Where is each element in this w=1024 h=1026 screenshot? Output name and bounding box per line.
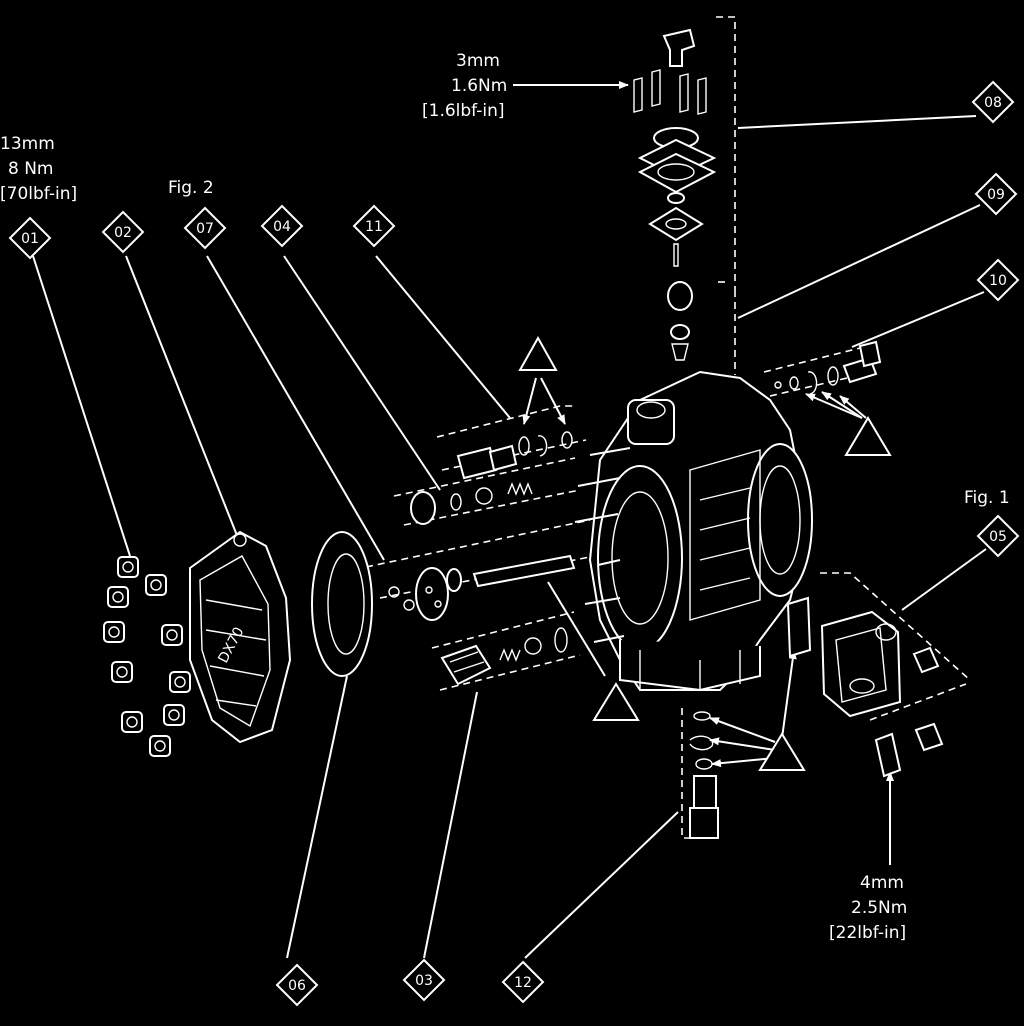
tag-10: 10: [976, 258, 1020, 302]
grease-marker-3: G: [592, 682, 640, 721]
svg-text:06: 06: [288, 978, 306, 994]
svg-text:01: 01: [21, 231, 39, 247]
svg-text:09: 09: [987, 187, 1005, 203]
tag-11: 11: [352, 204, 396, 248]
part-01-nuts: [103, 556, 191, 757]
svg-text:04: 04: [273, 219, 291, 235]
svg-text:G: G: [531, 351, 545, 371]
torque-4mm-size: 4mm: [860, 873, 904, 893]
grease-marker-1: G: [518, 335, 558, 371]
part-12-fitting: [689, 711, 719, 839]
part-08-09-valve-stack: [633, 28, 717, 361]
figure-2-label: Fig. 2: [168, 178, 214, 198]
torque-13mm-value: 8 Nm: [8, 159, 54, 179]
part-05-pilot-block: [786, 596, 944, 778]
part-02-air-cap: DX70: [189, 530, 292, 744]
torque-4mm-imperial: [22lbf-in]: [829, 923, 906, 943]
torque-label-4mm: 4mm 2.5Nm [22lbf-in]: [829, 771, 907, 943]
part-10-fitting: [774, 340, 882, 395]
torque-3mm-size: 3mm: [456, 51, 500, 71]
part-03-pilot-parts: [440, 627, 568, 686]
tag-08: 08: [971, 80, 1015, 124]
torque-3mm-imperial: [1.6lbf-in]: [422, 101, 505, 121]
svg-text:05: 05: [989, 529, 1007, 545]
svg-text:12: 12: [514, 975, 532, 991]
torque-13mm-size: 13mm: [0, 134, 55, 154]
tag-02: 02: [101, 210, 145, 254]
tag-05: 05: [976, 514, 1020, 558]
tag-03: 03: [402, 958, 446, 1002]
torque-4mm-value: 2.5Nm: [851, 898, 907, 918]
tag-12: 12: [501, 960, 545, 1004]
leader-lines: [32, 115, 987, 959]
torque-label-13mm: 13mm 8 Nm [70lbf-in]: [0, 134, 77, 204]
svg-text:G: G: [609, 699, 623, 719]
figure-1-label: Fig. 1: [964, 488, 1010, 508]
part-06-diaphragm: [311, 531, 373, 677]
tag-07: 07: [183, 206, 227, 250]
svg-text:02: 02: [114, 225, 132, 241]
svg-text:10: 10: [989, 273, 1007, 289]
svg-text:03: 03: [415, 973, 433, 989]
torque-label-3mm: 3mm 1.6Nm [1.6lbf-in]: [422, 51, 629, 121]
svg-text:07: 07: [196, 221, 214, 237]
part-07-shaft: [388, 554, 576, 621]
part-11-fitting: [456, 431, 573, 480]
torque-3mm-value: 1.6Nm: [451, 76, 507, 96]
pump-body: [574, 370, 813, 692]
part-04-spool-parts: [410, 482, 533, 525]
svg-text:G: G: [775, 749, 789, 769]
grease-arrows: [522, 377, 867, 768]
tag-04: 04: [260, 204, 304, 248]
grease-marker-4: G: [758, 732, 806, 771]
tag-09: 09: [974, 172, 1018, 216]
svg-text:11: 11: [365, 219, 383, 235]
tag-06: 06: [275, 963, 319, 1007]
tag-01: 01: [8, 216, 52, 260]
torque-13mm-imperial: [70lbf-in]: [0, 184, 77, 204]
svg-text:08: 08: [984, 95, 1002, 111]
grease-marker-2: G: [844, 416, 892, 456]
svg-text:G: G: [861, 435, 875, 455]
